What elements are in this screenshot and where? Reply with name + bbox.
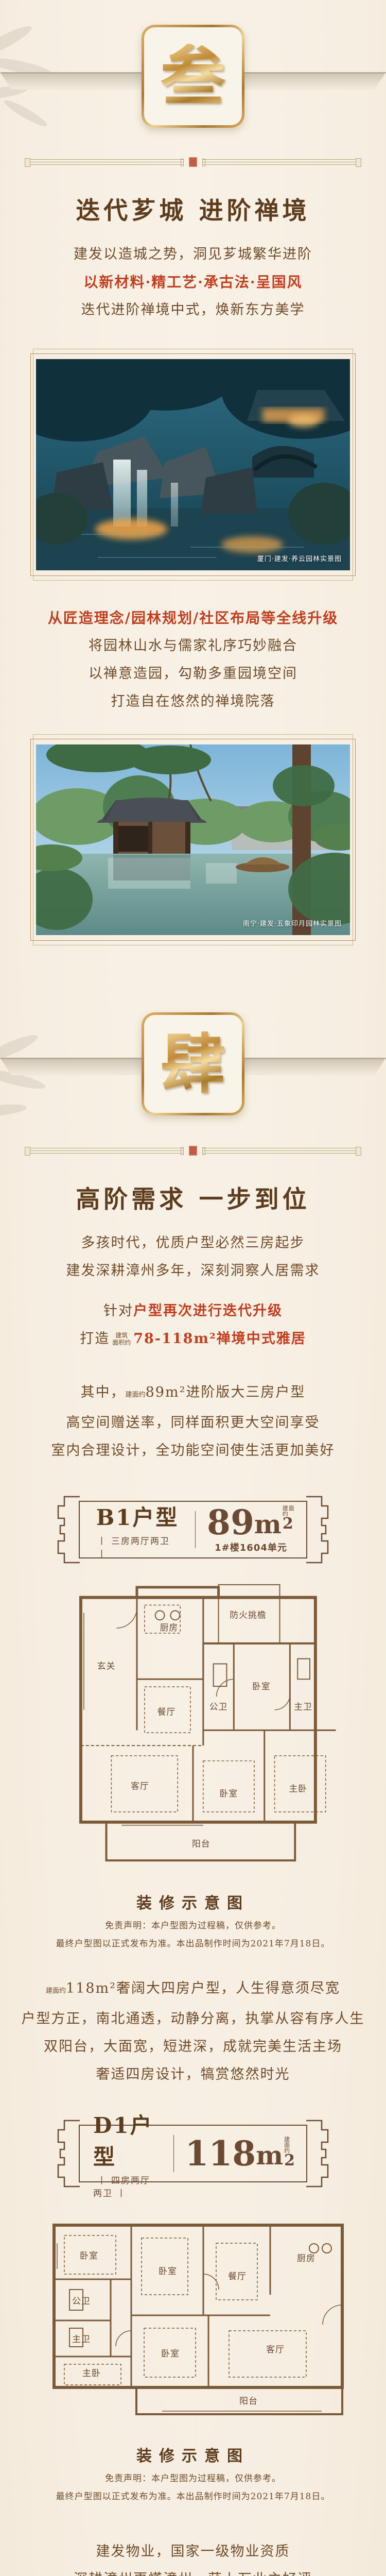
svg-text:卧室: 卧室 [220, 1788, 238, 1799]
decor-note-line1: 免责声明：本户型图为过程稿，仅供参考。 [105, 1921, 281, 1931]
photo-pond-day: 南宁·建发·五象印月园林实景图 [30, 734, 356, 945]
b1-layout: 丨三房两厅两卫丨 [97, 1536, 170, 1560]
chapter-three-seal-char: 叁 [161, 38, 225, 114]
b1-para-1: 高空间赠送率，同样面积更大空间享受 [66, 1415, 320, 1431]
svg-text:公卫: 公卫 [72, 2296, 91, 2307]
svg-text:公卫: 公卫 [209, 1702, 228, 1712]
chapter-three-hero: 叁 [0, 0, 386, 152]
photo-garden-caption: 厦门·建发·养云园林实景图 [257, 555, 342, 563]
svg-text:主卫: 主卫 [294, 1702, 312, 1712]
d1-para-1: 户型方正，南北通透，动静分离，执掌从容有序人生 [21, 2011, 365, 2027]
upgrade-highlight-line: 从匠造理念/园林规划/社区布局等全线升级 [47, 609, 339, 626]
svg-text:餐厅: 餐厅 [228, 2272, 247, 2282]
decor-note-title-2: 装修示意图 [136, 2447, 250, 2465]
svg-text:玄关: 玄关 [97, 1660, 116, 1671]
materials-highlight-line: 以新材料·精工艺·承古法·呈国风 [83, 274, 303, 291]
ornamental-divider [25, 1145, 361, 1156]
d1-para-2: 双阳台，大面宽，短进深，成就完美生活主场 [44, 2039, 342, 2055]
svg-text:阳台: 阳台 [192, 1838, 210, 1849]
svg-text:防火挑檐: 防火挑檐 [230, 1609, 266, 1620]
bamboo-leaves-decor [0, 1035, 46, 1116]
intro-line-2: 迭代进阶禅境中式，焕新东方美学 [81, 302, 305, 318]
svg-text:厨房: 厨房 [160, 1622, 179, 1633]
svg-text:卧室: 卧室 [80, 2251, 98, 2261]
svg-text:阳台: 阳台 [239, 2396, 258, 2406]
section-chapter-three: 叁 迭代芗城 进阶禅境 建发以造城之势，洞见芗城繁华进阶 以新材料·精工艺·承古… [0, 0, 386, 945]
svg-text:卧室: 卧室 [159, 2266, 177, 2277]
chapter-four-seal: 肆 [142, 1012, 244, 1115]
service-para-1: 建发物业，国家一级物业资质 [96, 2544, 290, 2560]
svg-text:卧室: 卧室 [161, 2349, 180, 2359]
garden-para-2: 以禅意造园，勾勒多重园境空间 [89, 666, 297, 682]
garden-para-3: 打造自在悠然的禅境院落 [111, 693, 275, 709]
decor-note2-line1: 免责声明：本户型图为过程稿，仅供参考。 [105, 2473, 281, 2484]
divider-red-seal-icon [189, 157, 197, 167]
svg-text:客厅: 客厅 [131, 1781, 149, 1791]
build-area-small-note: 建筑面积约 [112, 1331, 131, 1346]
b1-name: B1户型 [96, 1504, 179, 1530]
d1-para-3: 奢适四房设计，犒赏悠然时光 [96, 2066, 290, 2082]
decor-note-line2: 最终户型图以正式发布为准。本出品制作时间为2021年7月18日。 [56, 1939, 330, 1949]
b1-unit-number: 1#楼1604单元 [215, 1543, 287, 1553]
garden-para-1: 将园林山水与儒家礼序巧妙融合 [89, 638, 297, 654]
badge-fret-ornament [57, 1496, 80, 1564]
service-para-2: 深耕漳州更懂漳州，获上万业主好评 [0, 2566, 386, 2576]
b1-floor-plan: 玄关 厨房 防火挑檐 餐厅 公卫 卧室 主卫 客厅 卧室 主卧 阳台 [79, 1584, 336, 1862]
svg-text:客厅: 客厅 [266, 2345, 285, 2355]
badge-fret-ornament [306, 1496, 329, 1564]
decor-note2-line2: 最终户型图以正式发布为准。本出品制作时间为2021年7月18日。 [56, 2492, 330, 2502]
svg-text:卧室: 卧室 [252, 1681, 271, 1691]
ornamental-divider [25, 157, 361, 167]
badge-fret-ornament [306, 2120, 329, 2188]
need-para-2: 建发深耕漳州多年，深刻洞察人居需求 [66, 1263, 320, 1279]
d1-intro-line: 建面约118m²奢阔大四房户型，人生得意须尽宽 [46, 1980, 340, 1996]
section-three-title: 迭代芗城 进阶禅境 [76, 197, 310, 225]
d1-name: D1户型 [93, 2113, 153, 2170]
chapter-four-seal-char: 肆 [161, 1026, 225, 1102]
intro-line: 建发以造城之势，洞见芗城繁华进阶 [74, 246, 312, 262]
b1-para-2: 室内合理设计，全功能空间使生活更加美好 [51, 1443, 335, 1459]
svg-text:餐厅: 餐厅 [157, 1707, 176, 1717]
pond-day-illustration [36, 744, 350, 935]
svg-text:主卫: 主卫 [72, 2334, 91, 2345]
divider-red-seal-icon [189, 1145, 197, 1156]
svg-text:主卧: 主卧 [289, 1783, 307, 1793]
d1-floor-plan: 卧室 公卫 主卫 主卧 卧室 餐厅 厨房 卧室 客厅 阳台 [52, 2224, 344, 2415]
section-chapter-four: 肆 高阶需求 一步到位 多孩时代，优质户型必然三房起步 建发深耕漳州多年，深刻洞… [0, 1012, 386, 2576]
decor-note-title: 装修示意图 [136, 1894, 250, 1912]
need-para-1: 多孩时代，优质户型必然三房起步 [81, 1235, 305, 1251]
svg-text:主卧: 主卧 [82, 2368, 101, 2379]
badge-fret-ornament [57, 2120, 80, 2188]
chapter-four-hero: 肆 [0, 1012, 386, 1141]
chapter-three-seal: 叁 [142, 25, 244, 128]
garden-night-illustration [36, 359, 350, 570]
svg-text:厨房: 厨房 [297, 2253, 315, 2264]
d1-layout: 丨四房两厅两卫丨 [93, 2176, 150, 2199]
photo-garden-night: 厦门·建发·养云园林实景图 [30, 349, 356, 581]
upgrade-mixed-line: 针对户型再次进行迭代升级 [103, 1303, 283, 1319]
among-line: 其中，建面约89m²进阶版大三房户型 [80, 1384, 306, 1400]
photo-pond-caption: 南宁·建发·五象印月园林实景图 [242, 920, 342, 928]
section-four-title: 高阶需求 一步到位 [76, 1185, 310, 1214]
